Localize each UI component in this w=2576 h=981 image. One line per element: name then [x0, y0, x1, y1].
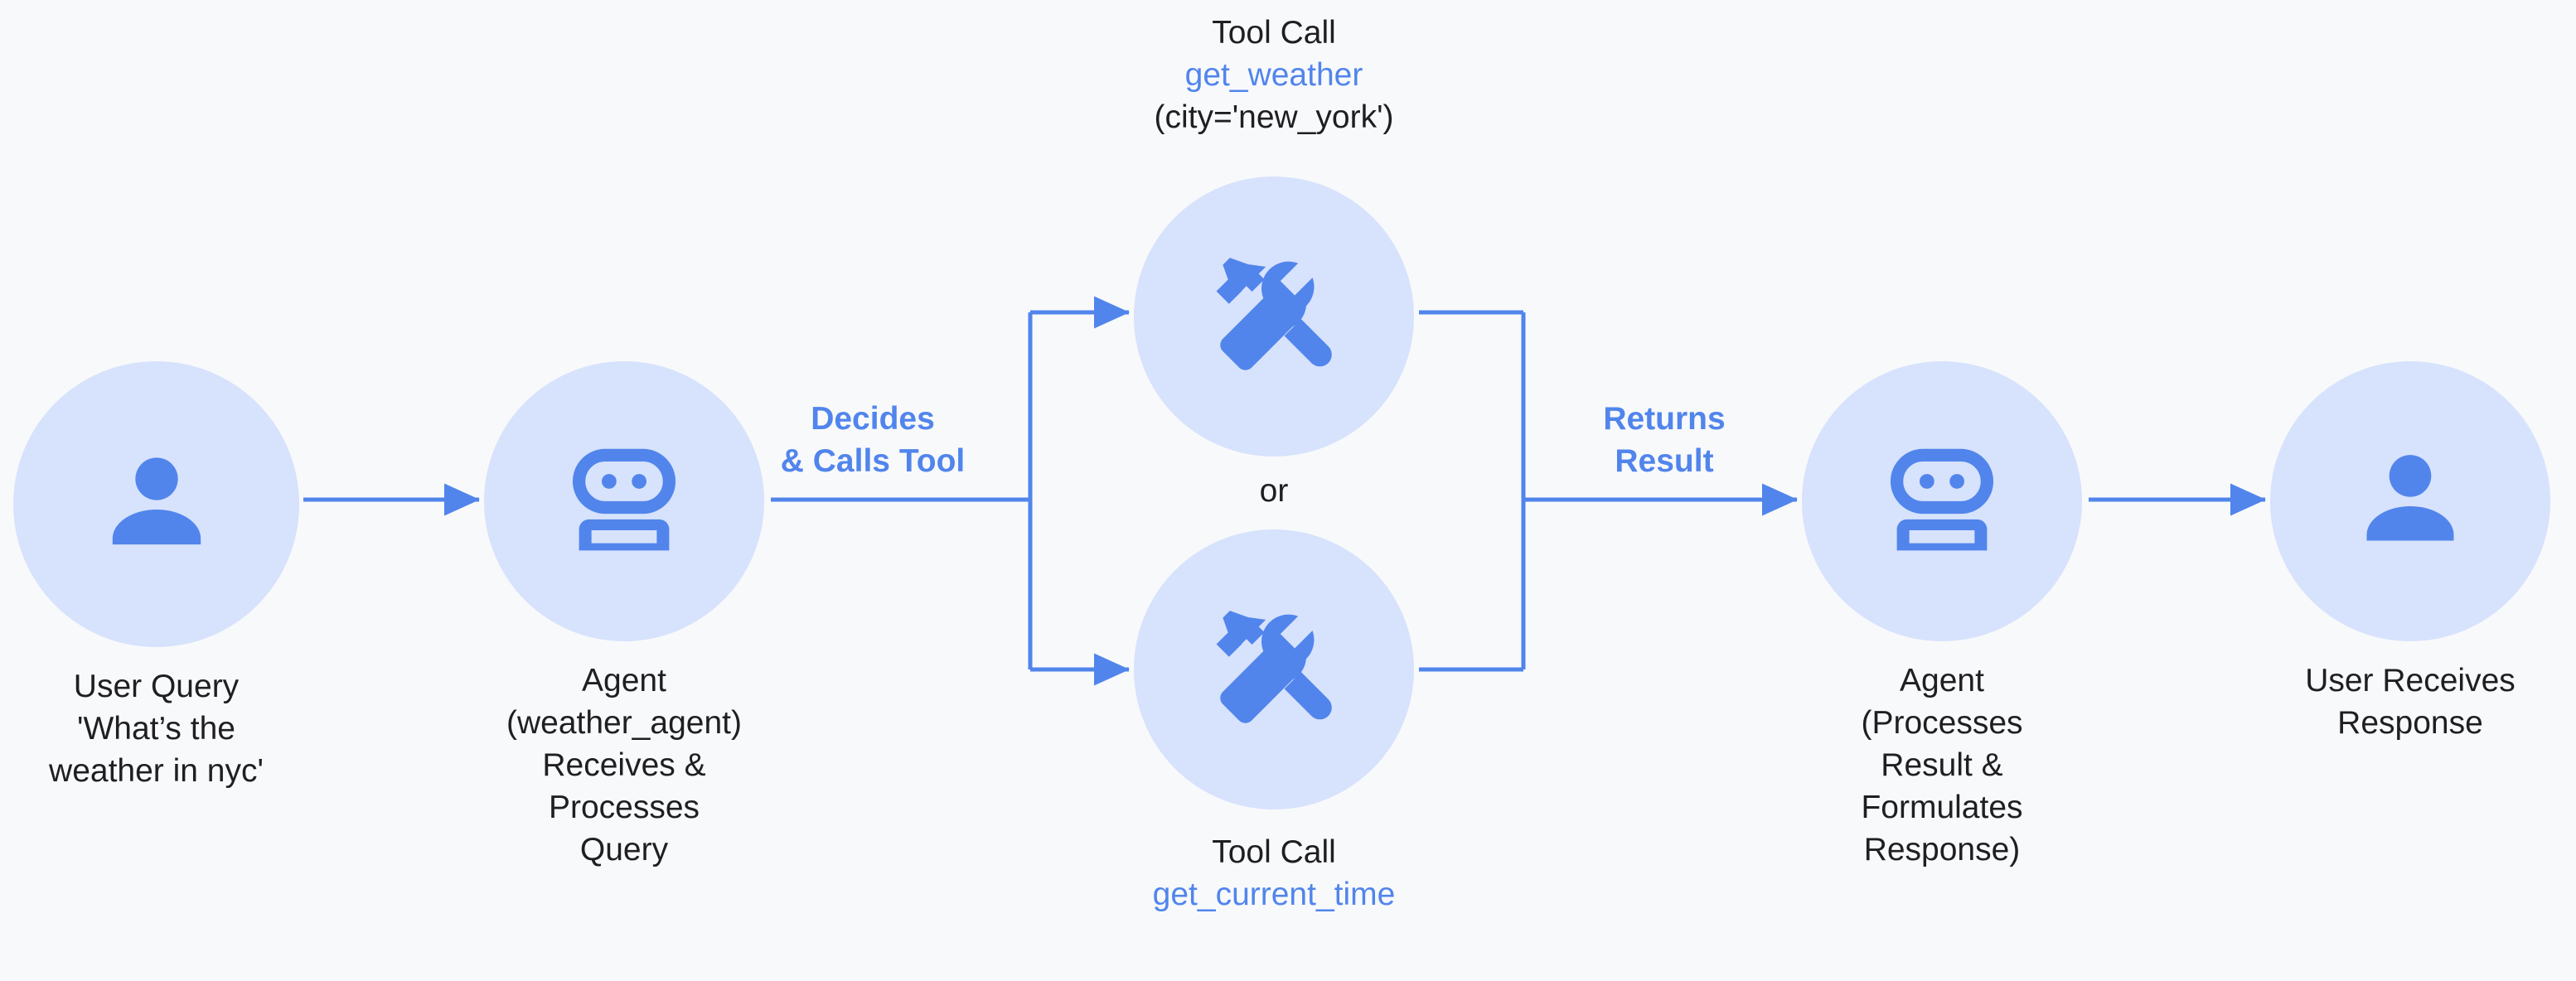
agent-out-caption: Agent (Processes Result & Formulates Res… — [1861, 663, 2023, 868]
node-user-receives-response[interactable]: User Receives Response — [2270, 361, 2550, 744]
user-query-bubble — [13, 361, 299, 647]
tool-bottom-function-name: get_current_time — [1152, 877, 1396, 913]
user-response-caption: User Receives Response — [2305, 663, 2515, 742]
edge-label-decides-calls-tool: Decides & Calls Tool — [780, 401, 966, 480]
user-query-caption: User Query 'What’s the weather in nyc' — [49, 669, 264, 790]
tool-top-label-suffix: (city='new_york') — [1154, 99, 1394, 136]
handyman-tools-icon — [1203, 599, 1344, 740]
agent-in-caption: Agent (weather_agent) Receives & Process… — [506, 663, 742, 868]
tool-top-label: Tool Call get_weather (city='new_york') — [1017, 12, 1531, 138]
robot-icon — [562, 439, 686, 563]
person-icon — [2348, 439, 2472, 563]
agent-out-bubble — [1802, 361, 2082, 641]
node-tool-call-get-current-time[interactable] — [1134, 529, 1414, 809]
handyman-tools-icon — [1203, 246, 1344, 387]
node-user-query[interactable]: User Query 'What’s the weather in nyc' — [13, 361, 299, 792]
node-agent-formulates[interactable]: Agent (Processes Result & Formulates Res… — [1802, 361, 2082, 871]
user-response-bubble — [2270, 361, 2550, 641]
robot-icon — [1880, 439, 2004, 563]
tool-top-label-prefix: Tool Call — [1212, 15, 1336, 51]
tool-top-bubble — [1134, 176, 1414, 457]
edge-label-returns-result: Returns Result — [1603, 401, 1726, 480]
tool-top-function-name: get_weather — [1184, 57, 1363, 94]
agent-in-bubble — [484, 361, 764, 641]
node-tool-call-get-weather[interactable] — [1134, 176, 1414, 457]
tool-bottom-bubble — [1134, 529, 1414, 809]
node-agent-receives[interactable]: Agent (weather_agent) Receives & Process… — [484, 361, 764, 871]
tool-bottom-label-prefix: Tool Call — [1212, 834, 1336, 870]
tool-bottom-label: Tool Call get_current_time — [1017, 831, 1531, 916]
branch-or-label: or — [1259, 473, 1289, 509]
person-icon — [94, 442, 220, 568]
